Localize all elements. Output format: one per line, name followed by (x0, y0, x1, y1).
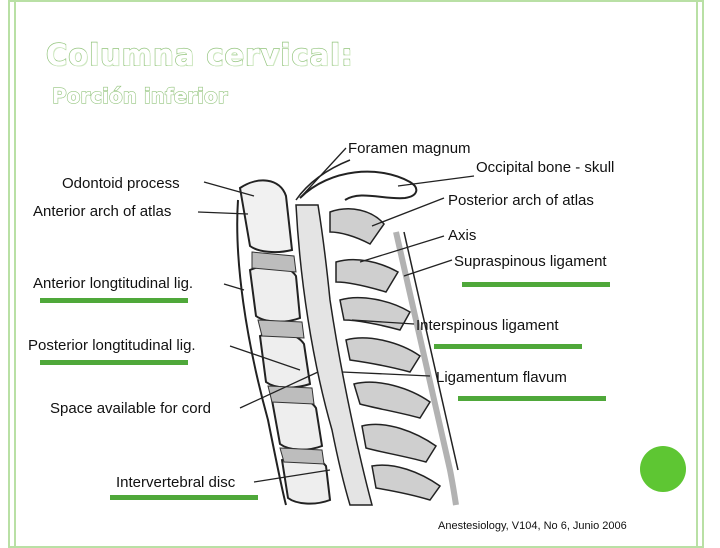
leader-lines (197, 147, 475, 483)
intervertebral-discs (251, 251, 325, 465)
citation-text: Anestesiology, V104, No 6, Junio 2006 (438, 520, 627, 532)
label-posterior-longitudinal: Posterior longtitudinal lig. (28, 337, 196, 354)
label-supraspinous: Supraspinous ligament (454, 253, 607, 270)
label-anterior-arch: Anterior arch of atlas (33, 203, 171, 220)
highlight-bar-intervertebral-disc (110, 495, 258, 500)
highlight-bar-posterior-longitudinal (40, 360, 188, 365)
label-axis: Axis (448, 227, 476, 244)
supraspinous-band (393, 231, 459, 506)
highlight-bars (40, 282, 610, 500)
label-intervertebral-disc: Intervertebral disc (116, 474, 236, 491)
anterior-ligament-line (236, 199, 287, 506)
highlight-bar-interspinous (434, 344, 582, 349)
label-ligamentum-flavum: Ligamentum flavum (436, 369, 567, 386)
vertebral-bodies (238, 179, 332, 505)
highlight-bar-anterior-longitudinal (40, 298, 188, 303)
label-anterior-longitudinal: Anterior longtitudinal lig. (33, 275, 193, 292)
label-posterior-arch: Posterior arch of atlas (448, 192, 594, 209)
slide-subtitle: Porción inferior (51, 83, 228, 108)
highlight-bar-ligamentum-flavum (458, 396, 606, 401)
label-occipital-bone: Occipital bone - skull (476, 159, 614, 176)
spinal-cord (295, 204, 373, 506)
posterior-elements (329, 208, 442, 501)
green-circle-decoration (640, 446, 686, 492)
label-interspinous: Interspinous ligament (416, 317, 559, 334)
label-foramen-magnum: Foramen magnum (348, 140, 471, 157)
highlight-bar-supraspinous (462, 282, 610, 287)
label-odontoid-process: Odontoid process (62, 175, 180, 192)
label-space-for-cord: Space available for cord (50, 400, 211, 417)
slide-title: Columna cervical: (45, 37, 354, 72)
occipital-bone-shape (299, 170, 418, 201)
